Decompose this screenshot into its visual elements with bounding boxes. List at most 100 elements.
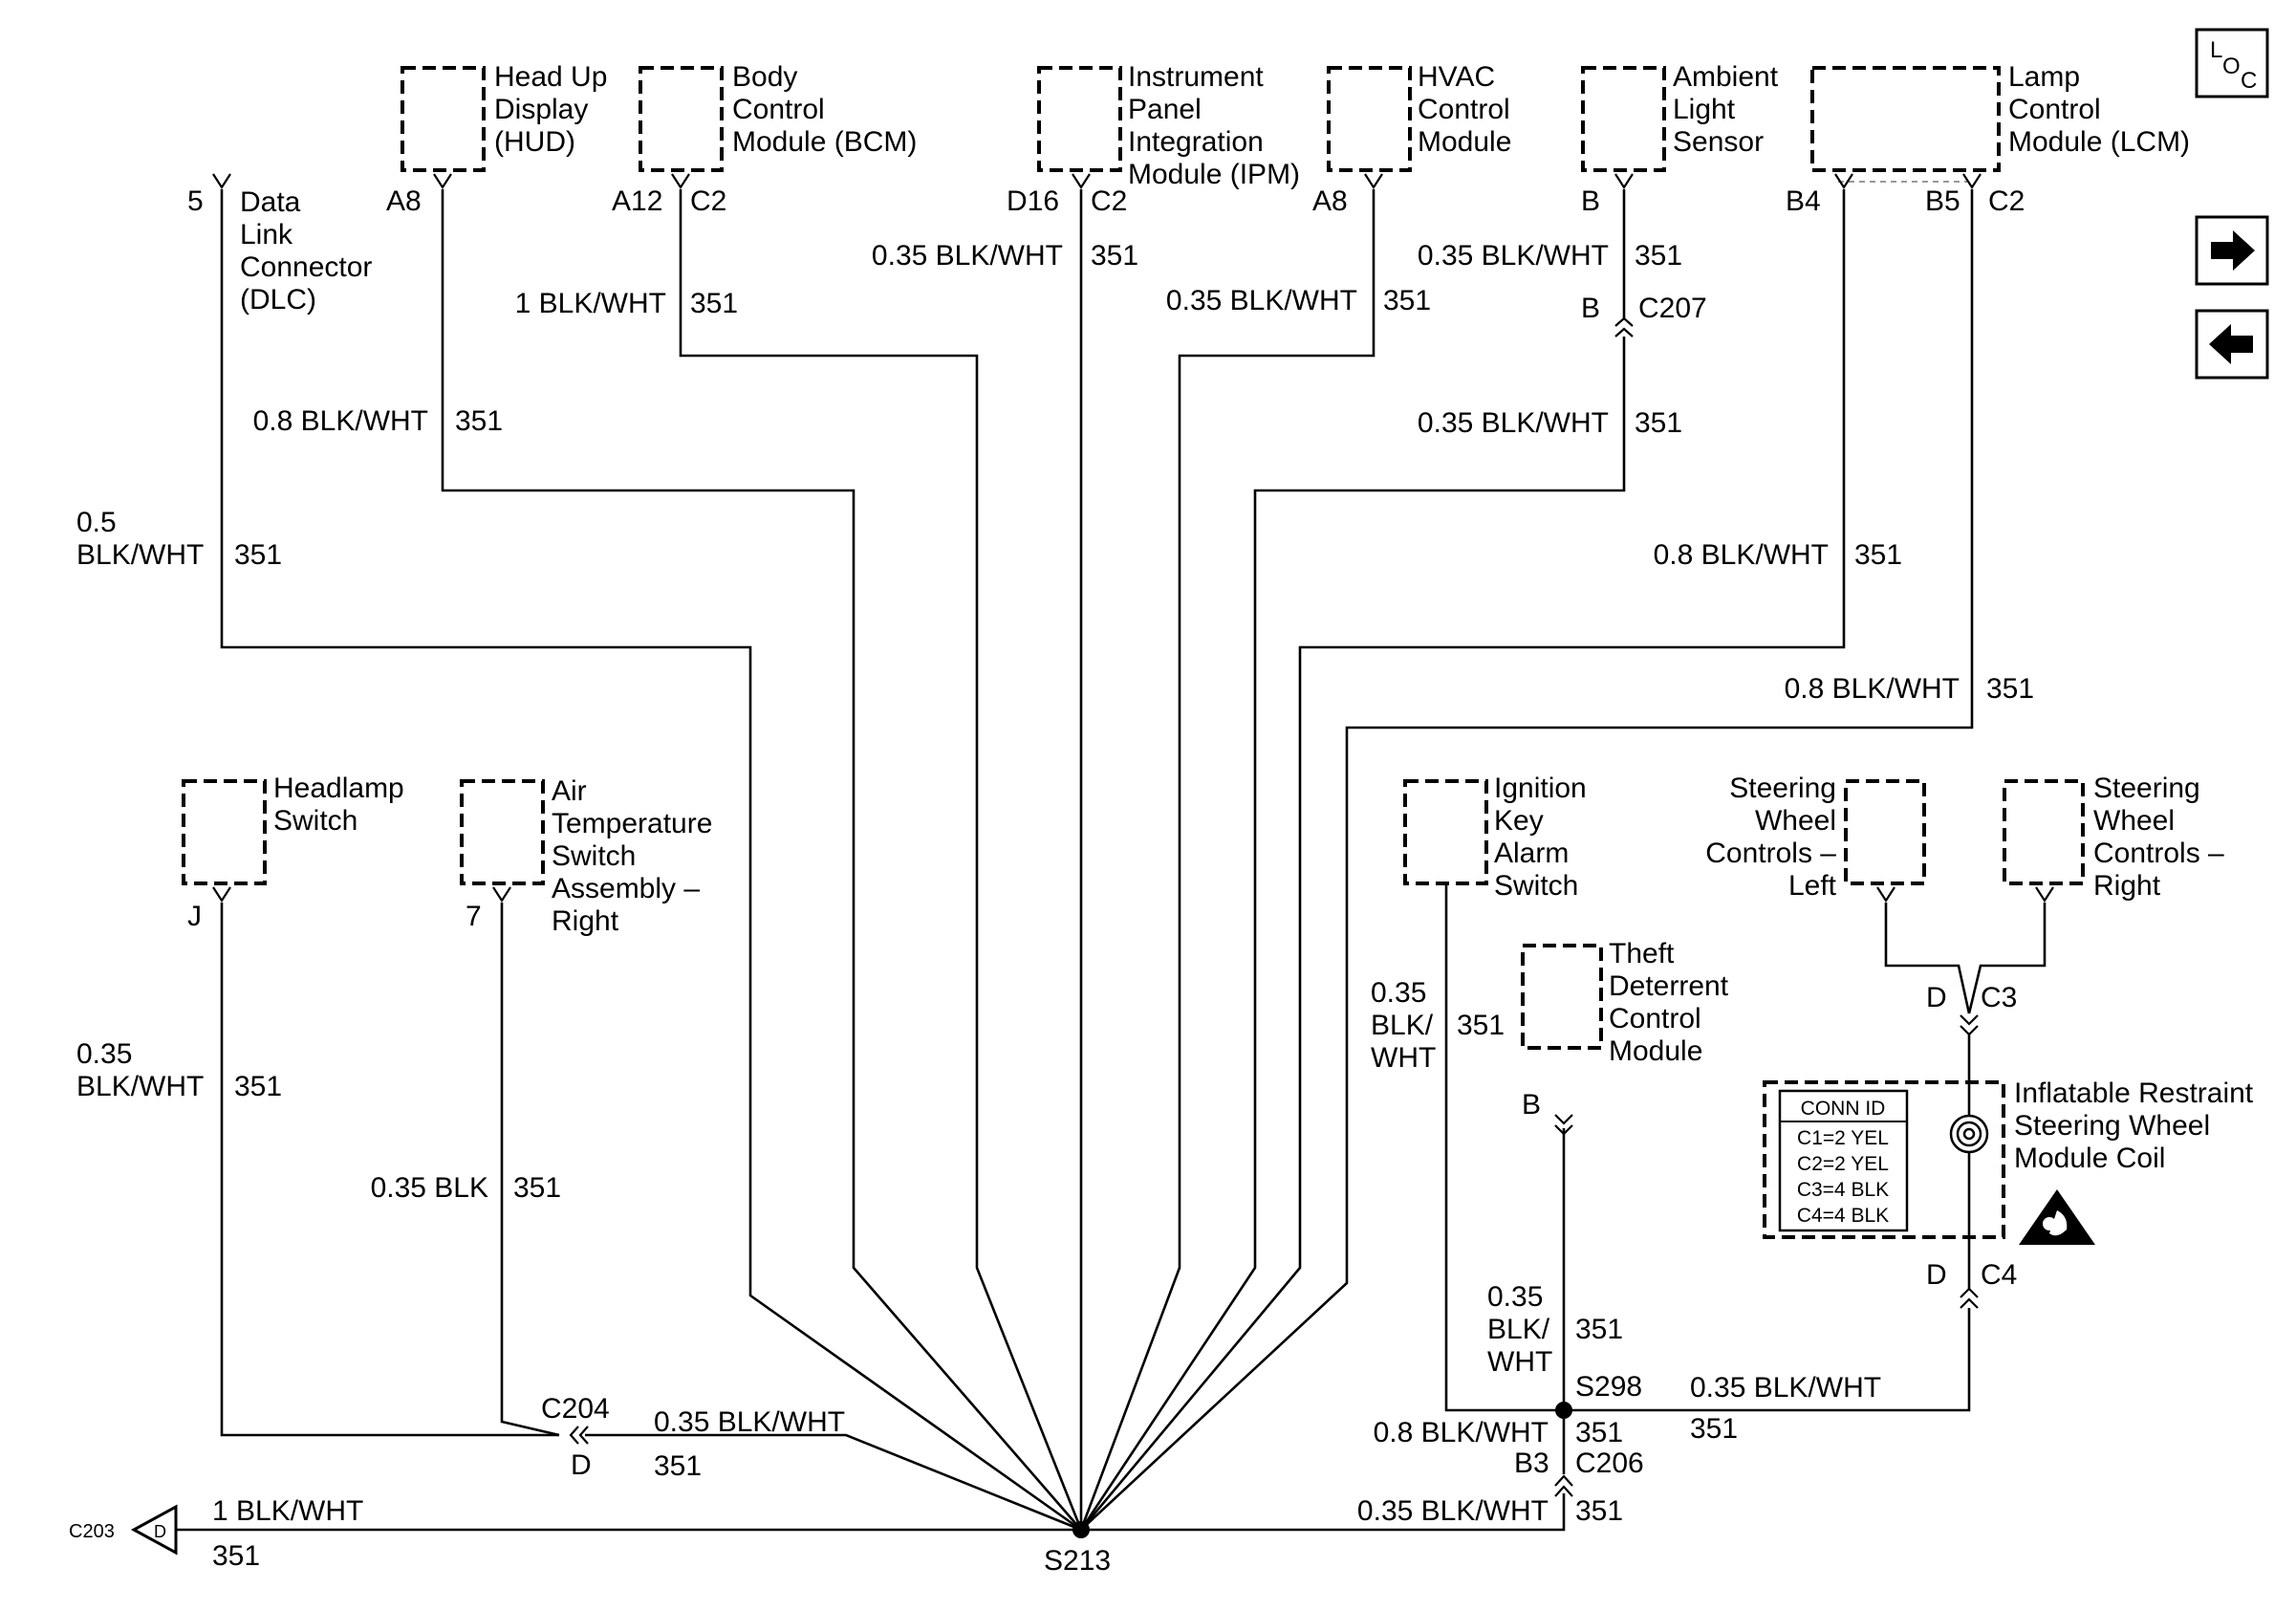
connector-label: C2 xyxy=(1091,185,1127,217)
wire-label: 0.8 BLK/WHT xyxy=(253,405,428,437)
swc-left-wire xyxy=(1884,903,1971,1014)
wire-color: WHT xyxy=(1487,1346,1552,1378)
conn-id-row: C2=2 YEL xyxy=(1797,1153,1889,1175)
c3-connector xyxy=(1960,1014,1979,1036)
wire-color: BLK/WHT xyxy=(76,1071,204,1102)
connector-label: C204 xyxy=(541,1393,610,1425)
label-line: Light xyxy=(1673,94,1736,125)
pin-terminal-symbol xyxy=(1962,173,1982,190)
headlamp-wire xyxy=(220,903,559,1437)
wire-label: 0.35 BLK/WHT xyxy=(1418,407,1609,439)
bcm-wire xyxy=(679,189,1083,1531)
swc-left-box xyxy=(1844,779,1926,885)
label-line: Body xyxy=(732,61,797,93)
wire-color: WHT xyxy=(1371,1042,1436,1074)
connector-label: C3 xyxy=(1981,982,2017,1013)
c204-wire xyxy=(585,1433,1082,1532)
c206-connector xyxy=(1554,1474,1573,1497)
label-line: Module (LCM) xyxy=(2008,126,2190,158)
label-line: Inflatable Restraint xyxy=(2014,1078,2254,1109)
pin-terminal-symbol xyxy=(492,886,511,903)
c207-connector xyxy=(1614,316,1634,337)
pin-label: D xyxy=(1926,982,1947,1013)
wire-circuit: 351 xyxy=(1575,1314,1623,1345)
label-line: Steering xyxy=(1729,773,1836,804)
pin-label: 7 xyxy=(466,901,482,932)
wire-color: BLK/ xyxy=(1371,1010,1434,1041)
connector-label: C2 xyxy=(690,185,726,217)
pin-terminal-symbol xyxy=(1614,173,1634,190)
wire-label: 1 BLK/WHT xyxy=(515,288,666,319)
label-line: Module xyxy=(1418,126,1511,158)
wire-label: 0.35 BLK/WHT xyxy=(1357,1495,1549,1527)
back-button[interactable] xyxy=(2195,309,2269,380)
wire-size: 0.35 xyxy=(76,1038,132,1070)
label-line: Right xyxy=(552,905,619,937)
wire-label: 0.8 BLK/WHT xyxy=(1654,539,1829,571)
label-line: Switch xyxy=(273,805,357,837)
pin-terminal-symbol xyxy=(1072,173,1091,190)
pin-label: J xyxy=(187,901,202,932)
hvac-box xyxy=(1327,66,1412,172)
label-line: Lamp xyxy=(2008,61,2080,93)
label-line: Head Up xyxy=(494,61,607,93)
splice-label: S213 xyxy=(1044,1545,1111,1577)
wire-label: 0.35 BLK/WHT xyxy=(1166,285,1357,316)
pin-label: B xyxy=(1581,293,1600,324)
c204-connector xyxy=(569,1426,589,1445)
label-line: Integration xyxy=(1128,126,1264,158)
wire-circuit: 351 xyxy=(234,539,282,571)
svg-text:L: L xyxy=(2210,37,2222,63)
pin-terminal-symbol xyxy=(212,173,231,190)
label-line: Instrument xyxy=(1128,61,1264,93)
label-line: Control xyxy=(1609,1003,1701,1034)
wire-circuit: 351 xyxy=(1091,240,1138,272)
pin-terminal-symbol xyxy=(212,886,231,903)
airtemp-box xyxy=(460,779,545,885)
wire-circuit: 351 xyxy=(1690,1413,1738,1445)
wire-circuit: 351 xyxy=(1383,285,1431,316)
label-line: Control xyxy=(2008,94,2101,125)
label-line: Sensor xyxy=(1673,126,1764,158)
wire-size: 0.5 xyxy=(76,507,117,538)
label-line: Air xyxy=(552,775,587,807)
ignition-box xyxy=(1403,779,1488,885)
wire-size: 0.35 xyxy=(1371,977,1426,1009)
lcm-b5-wire xyxy=(1080,189,1974,1531)
pin-terminal-symbol xyxy=(2035,886,2054,903)
label-line: Controls – xyxy=(2093,838,2224,869)
wire-label: 0.35 BLK/WHT xyxy=(654,1406,845,1438)
wire-circuit: 351 xyxy=(690,288,738,319)
dlc-wire xyxy=(220,189,1082,1532)
ambient-box xyxy=(1581,66,1666,172)
loc-button[interactable]: L O C xyxy=(2195,28,2269,98)
forward-button[interactable] xyxy=(2195,215,2269,286)
left-arrow-icon xyxy=(2209,324,2253,364)
wire-label: 0.8 BLK/WHT xyxy=(1785,673,1960,705)
headlamp-box xyxy=(182,779,267,885)
label-line: Wheel xyxy=(1755,805,1836,837)
splice-label: S298 xyxy=(1575,1371,1642,1403)
label-line: Module xyxy=(1609,1035,1702,1067)
label-line: Display xyxy=(494,94,588,125)
wire-circuit: 351 xyxy=(234,1071,282,1102)
theft-box xyxy=(1521,944,1603,1050)
hud-box xyxy=(401,66,486,172)
wire-color: BLK/WHT xyxy=(76,539,204,571)
label-line: Assembly – xyxy=(552,873,700,904)
wire-label: 1 BLK/WHT xyxy=(212,1495,363,1527)
wire-label: 0.35 BLK/WHT xyxy=(1418,240,1609,272)
pin-label: B5 xyxy=(1925,185,1960,217)
ipm-box xyxy=(1037,66,1122,172)
conn-id-row: C3=4 BLK xyxy=(1797,1179,1889,1201)
s298-splice xyxy=(1555,1402,1572,1419)
label-line: Switch xyxy=(552,840,636,872)
wire-circuit: 351 xyxy=(212,1540,260,1572)
label-line: (HUD) xyxy=(494,126,575,158)
wire-label: 0.35 BLK/WHT xyxy=(1690,1372,1881,1404)
